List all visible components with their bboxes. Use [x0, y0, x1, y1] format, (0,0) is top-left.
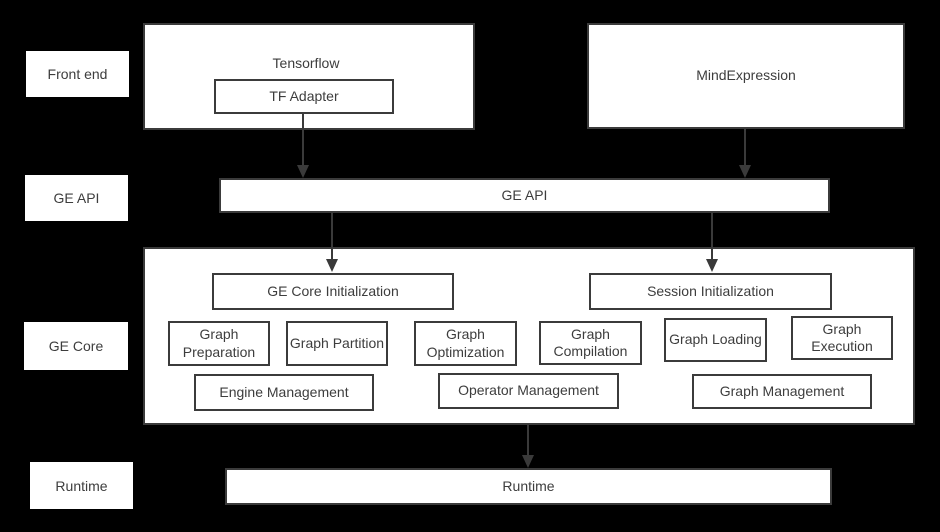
row-label-runtime: Runtime — [30, 462, 133, 509]
session-initialization-box: Session Initialization — [589, 273, 832, 310]
graph-partition-box: Graph Partition — [286, 321, 388, 366]
graph-execution-box: Graph Execution — [791, 316, 893, 360]
operator-management-box: Operator Management — [438, 373, 619, 409]
arrow-mindexpression-to-ge-api-icon — [739, 129, 751, 178]
ge-api-bar: GE API — [219, 178, 830, 213]
row-label-front-end: Front end — [26, 51, 129, 97]
arrow-ge-core-to-runtime-icon — [522, 425, 534, 468]
graph-preparation-box: Graph Preparation — [168, 321, 270, 366]
arrow-ge-api-to-ge-core-init-icon — [326, 213, 338, 272]
tensorflow-box: Tensorflow TF Adapter — [143, 23, 475, 130]
graph-optimization-box: Graph Optimization — [414, 321, 517, 366]
row-label-ge-core: GE Core — [24, 322, 128, 370]
arrow-tf-adapter-to-ge-api-icon — [297, 114, 309, 178]
engine-management-box: Engine Management — [194, 374, 374, 411]
tf-adapter-box: TF Adapter — [214, 79, 394, 114]
mindexpression-box: MindExpression — [587, 23, 905, 129]
ge-core-initialization-box: GE Core Initialization — [212, 273, 454, 310]
graph-loading-box: Graph Loading — [664, 318, 767, 362]
graph-management-box: Graph Management — [692, 374, 872, 409]
row-label-ge-api: GE API — [25, 175, 128, 221]
runtime-bar: Runtime — [225, 468, 832, 505]
graph-compilation-box: Graph Compilation — [539, 321, 642, 365]
tensorflow-label: Tensorflow — [272, 55, 340, 71]
arrow-ge-api-to-session-init-icon — [706, 213, 718, 272]
ge-core-container: GE Core Initialization Session Initializ… — [143, 247, 915, 425]
